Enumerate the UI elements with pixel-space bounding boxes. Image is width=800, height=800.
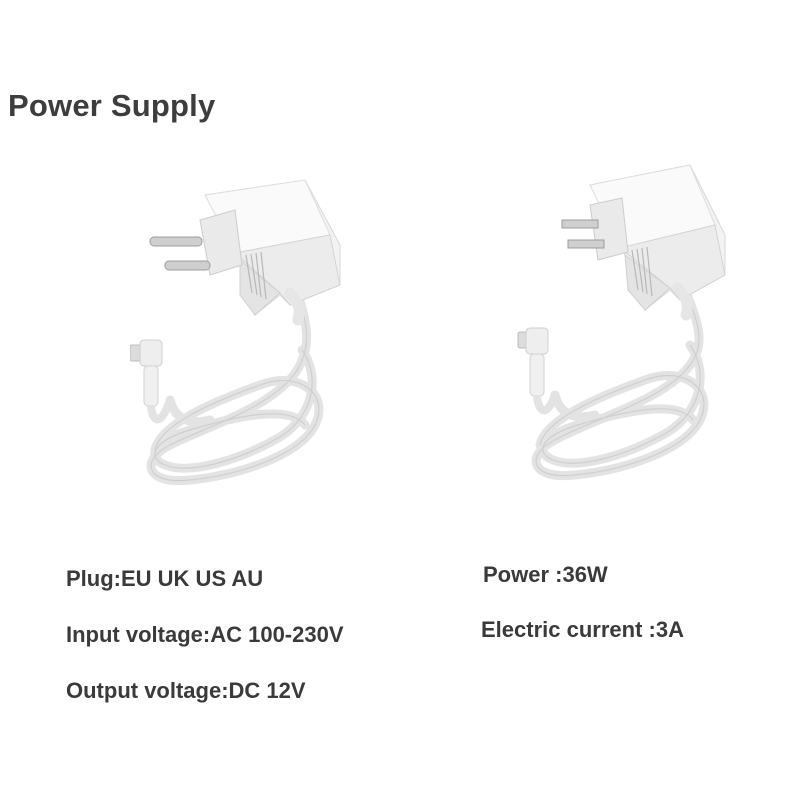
- spec-input-voltage: Input voltage:AC 100-230V: [66, 622, 344, 647]
- spec-electric-current: Electric current :3A: [481, 617, 684, 642]
- us-plug-power-adapter-icon: [517, 164, 726, 481]
- us-plug-adapter-image: [510, 160, 740, 495]
- page-title: Power Supply: [8, 88, 216, 123]
- eu-plug-adapter-image: [130, 175, 360, 505]
- spec-plug: Plug:EU UK US AU: [66, 566, 264, 591]
- spec-output-voltage: Output voltage:DC 12V: [66, 678, 306, 703]
- spec-power: Power :36W: [483, 562, 608, 587]
- eu-plug-power-adapter-icon: [130, 179, 341, 486]
